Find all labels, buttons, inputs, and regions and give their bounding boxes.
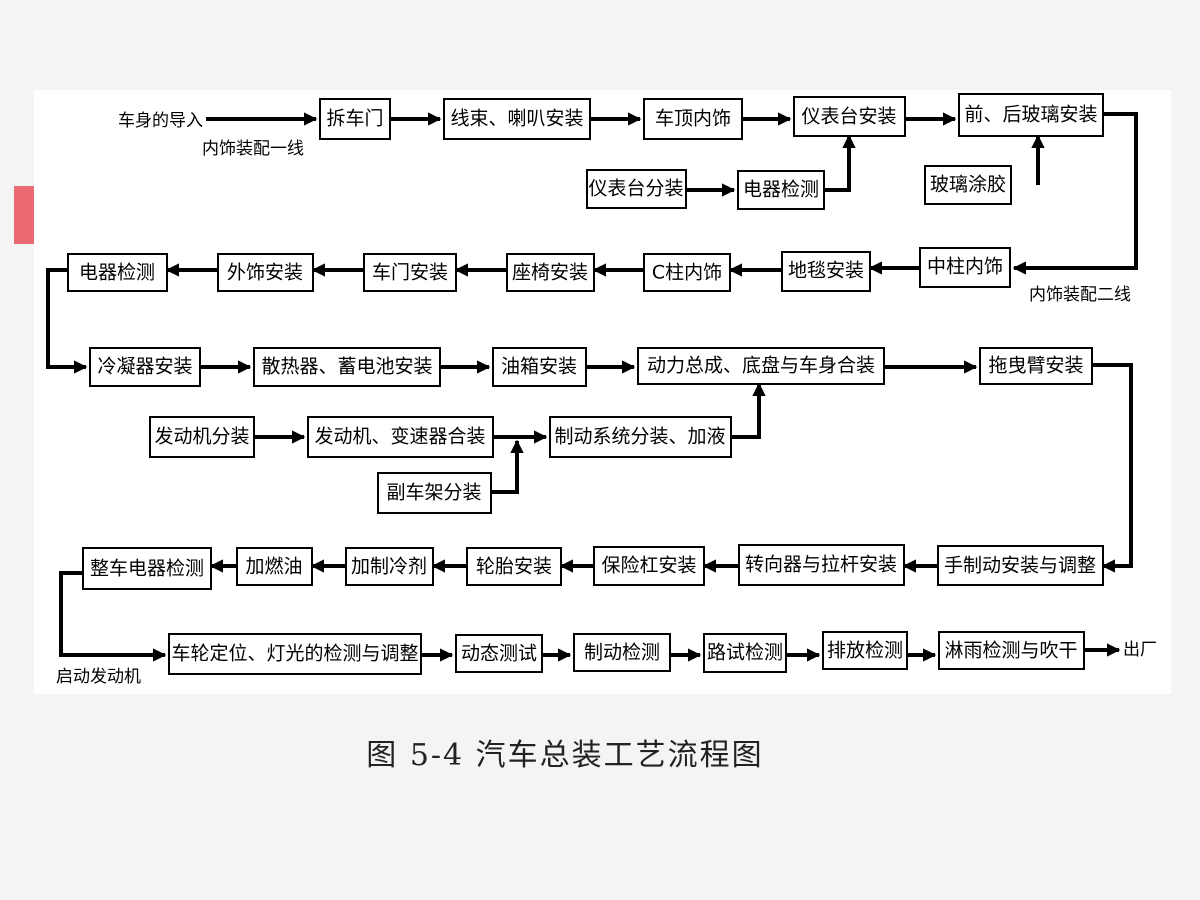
step-dynamic-test: 动态测试 — [455, 634, 543, 673]
arrow-trailing-arm-to-handbrake — [1092, 363, 1133, 573]
svg-text:玻璃涂胶: 玻璃涂胶 — [930, 174, 1006, 196]
step-steering-install: 转向器与拉杆安装 — [738, 544, 905, 586]
arrow-brake-sub-to-powertrain — [731, 382, 766, 439]
step-vehicle-electrical: 整车电器检测 — [82, 547, 212, 590]
svg-text:前、后玻璃安装: 前、后玻璃安装 — [964, 104, 1097, 126]
svg-text:冷凝器安装: 冷凝器安装 — [97, 356, 192, 378]
label-start-engine: 启动发动机 — [56, 667, 141, 687]
step-dashboard-install: 仪表台安装 — [793, 96, 906, 137]
svg-text:整车电器检测: 整车电器检测 — [90, 558, 204, 580]
svg-text:散热器、蓄电池安装: 散热器、蓄电池安装 — [261, 356, 432, 378]
flow-connectors — [46, 112, 1138, 662]
svg-text:发动机、变速器合装: 发动机、变速器合装 — [314, 426, 485, 448]
step-harness-horn: 线束、喇叭安装 — [443, 98, 591, 140]
svg-text:副车架分装: 副车架分装 — [386, 482, 481, 504]
step-bumper-install: 保险杠安装 — [593, 546, 705, 586]
arrow-glass-to-center-pillar — [1012, 112, 1138, 275]
step-emission-test: 排放检测 — [822, 631, 908, 670]
step-seat-install: 座椅安装 — [506, 253, 595, 292]
svg-text:保险杠安装: 保险杠安装 — [601, 555, 696, 577]
step-radiator-battery: 散热器、蓄电池安装 — [253, 347, 441, 387]
flowchart-panel: 拆车门 线束、喇叭安装 车顶内饰 仪表台安装 前、后玻璃安装 仪表台分装 电器检… — [34, 90, 1171, 694]
step-center-pillar-trim: 中柱内饰 — [919, 247, 1011, 288]
svg-text:转向器与拉杆安装: 转向器与拉杆安装 — [745, 554, 897, 576]
svg-text:动态测试: 动态测试 — [461, 643, 537, 665]
process-flowchart: 拆车门 线束、喇叭安装 车顶内饰 仪表台安装 前、后玻璃安装 仪表台分装 电器检… — [46, 93, 1157, 687]
svg-text:拆车门: 拆车门 — [326, 108, 383, 130]
step-roof-trim: 车顶内饰 — [643, 98, 743, 140]
svg-text:排放检测: 排放检测 — [827, 640, 903, 662]
figure-caption: 图 5-4 汽车总装工艺流程图 — [366, 738, 764, 773]
step-subframe: 副车架分装 — [377, 472, 492, 514]
step-fuel-tank-install: 油箱安装 — [492, 347, 587, 387]
step-refrigerant: 加制冷剂 — [345, 547, 434, 586]
svg-text:加制冷剂: 加制冷剂 — [351, 556, 427, 578]
label-body-input: 车身的导入 — [118, 111, 203, 131]
step-remove-doors: 拆车门 — [319, 98, 391, 140]
step-alignment-lights: 车轮定位、灯光的检测与调整 — [168, 633, 422, 675]
step-road-test: 路试检测 — [703, 633, 787, 673]
svg-text:仪表台分装: 仪表台分装 — [588, 178, 683, 200]
svg-text:车门安装: 车门安装 — [372, 262, 448, 284]
svg-text:制动检测: 制动检测 — [584, 642, 660, 664]
step-carpet-install: 地毯安装 — [781, 251, 871, 292]
svg-text:加燃油: 加燃油 — [245, 556, 302, 578]
svg-text:仪表台安装: 仪表台安装 — [801, 106, 896, 128]
label-trim-line-1: 内饰装配一线 — [202, 139, 304, 159]
flow-labels: 车身的导入 内饰装配一线 内饰装配二线 启动发动机 出厂 — [56, 111, 1157, 687]
step-c-pillar-trim: C柱内饰 — [643, 253, 731, 292]
process-boxes: 拆车门 线束、喇叭安装 车顶内饰 仪表台安装 前、后玻璃安装 仪表台分装 电器检… — [67, 93, 1104, 675]
step-dashboard-subassembly: 仪表台分装 — [586, 169, 687, 209]
step-tire-install: 轮胎安装 — [466, 547, 562, 586]
step-rain-test: 淋雨检测与吹干 — [938, 631, 1085, 670]
svg-text:C柱内饰: C柱内饰 — [652, 262, 722, 284]
step-glass-glue: 玻璃涂胶 — [924, 165, 1012, 205]
arrow-subframe-up — [491, 439, 524, 494]
arrow-vehicle-elec-to-alignment — [59, 571, 167, 662]
svg-text:线束、喇叭安装: 线束、喇叭安装 — [450, 108, 583, 130]
step-engine-subassembly: 发动机分装 — [149, 416, 255, 458]
svg-text:手制动安装与调整: 手制动安装与调整 — [944, 555, 1096, 577]
step-refuel: 加燃油 — [236, 547, 313, 586]
svg-text:车顶内饰: 车顶内饰 — [655, 108, 731, 130]
step-engine-gearbox: 发动机、变速器合装 — [307, 416, 494, 458]
step-brake-subassembly: 制动系统分装、加液 — [549, 416, 732, 458]
step-door-install: 车门安装 — [363, 253, 457, 292]
svg-text:发动机分装: 发动机分装 — [154, 426, 249, 448]
step-handbrake: 手制动安装与调整 — [937, 545, 1104, 586]
svg-text:车轮定位、灯光的检测与调整: 车轮定位、灯光的检测与调整 — [171, 643, 418, 665]
svg-text:制动系统分装、加液: 制动系统分装、加液 — [554, 426, 725, 448]
step-electrical-test-1: 电器检测 — [737, 170, 825, 210]
step-electrical-test-2: 电器检测 — [67, 253, 168, 292]
label-exit-factory: 出厂 — [1123, 640, 1157, 660]
step-exterior-trim: 外饰安装 — [217, 253, 314, 292]
svg-text:动力总成、底盘与车身合装: 动力总成、底盘与车身合装 — [647, 355, 875, 377]
svg-text:中柱内饰: 中柱内饰 — [927, 256, 1003, 278]
step-trailing-arm: 拖曳臂安装 — [979, 347, 1093, 385]
svg-text:路试检测: 路试检测 — [707, 642, 783, 664]
arrow-elec-to-condenser — [46, 268, 88, 374]
svg-text:拖曳臂安装: 拖曳臂安装 — [988, 355, 1083, 377]
step-condenser-install: 冷凝器安装 — [89, 347, 201, 387]
svg-text:淋雨检测与吹干: 淋雨检测与吹干 — [944, 640, 1077, 662]
svg-text:轮胎安装: 轮胎安装 — [476, 556, 552, 578]
svg-text:电器检测: 电器检测 — [743, 179, 819, 201]
svg-text:座椅安装: 座椅安装 — [512, 262, 588, 284]
svg-text:地毯安装: 地毯安装 — [788, 260, 864, 282]
step-brake-test: 制动检测 — [573, 633, 671, 672]
decorative-left-bar — [14, 186, 34, 244]
arrow-elec-to-dashboard — [824, 134, 856, 192]
svg-text:油箱安装: 油箱安装 — [501, 356, 577, 378]
label-trim-line-2: 内饰装配二线 — [1029, 285, 1131, 305]
step-powertrain-marriage: 动力总成、底盘与车身合装 — [637, 347, 885, 385]
svg-text:外饰安装: 外饰安装 — [227, 262, 303, 284]
step-glass-install: 前、后玻璃安装 — [958, 93, 1104, 137]
svg-text:电器检测: 电器检测 — [79, 262, 155, 284]
